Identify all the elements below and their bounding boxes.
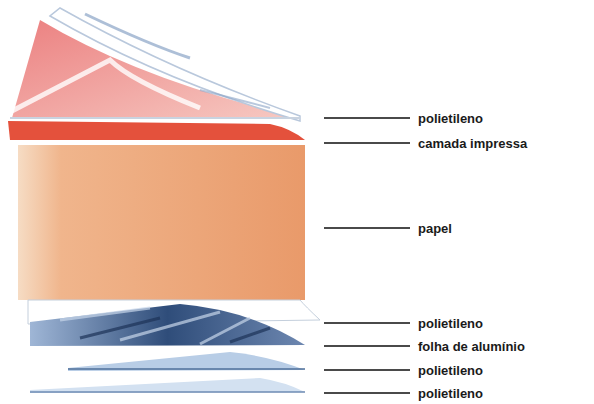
layer-label: papel — [418, 222, 452, 235]
layer-label: polietileno — [418, 387, 483, 400]
layer-label: polietileno — [418, 112, 483, 125]
layer-label: folha de alumínio — [418, 340, 525, 353]
layer-label: polietileno — [418, 364, 483, 377]
layer-label: camada impressa — [418, 137, 527, 150]
layer-label: polietileno — [418, 317, 483, 330]
